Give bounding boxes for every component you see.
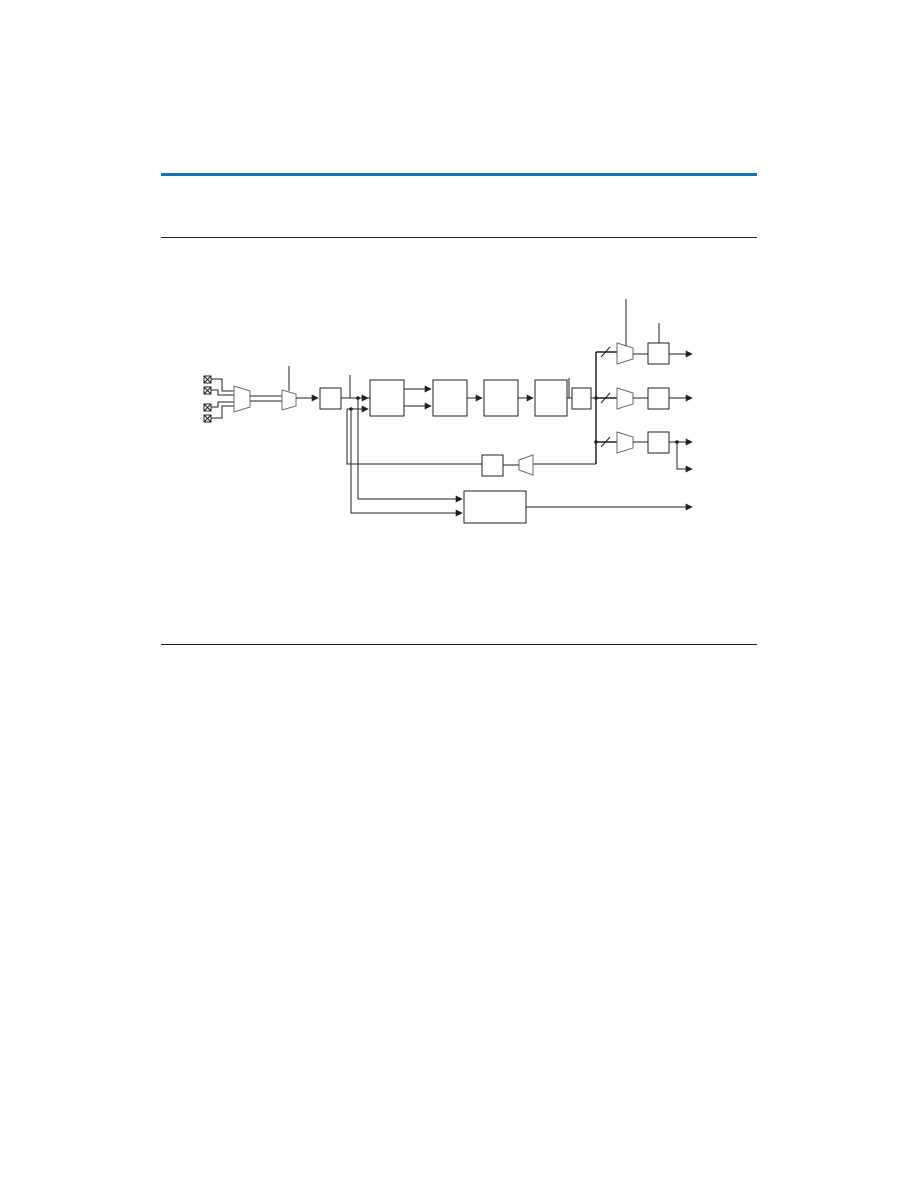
branch-3-register <box>647 431 670 454</box>
lower-block <box>463 490 527 524</box>
input-mux-1 <box>233 385 251 413</box>
junction-dot <box>675 440 679 444</box>
lower-path-1 <box>357 398 463 503</box>
feedback-mux <box>518 454 534 476</box>
feedback-return <box>346 409 482 465</box>
feedback-register <box>481 454 504 477</box>
junction-dot <box>594 440 598 444</box>
input-pin-group <box>203 375 212 423</box>
output-register <box>571 387 592 410</box>
branch-3-secondary-output <box>676 442 693 473</box>
block-4 <box>534 379 568 417</box>
bus-double-line <box>250 395 282 402</box>
junction-dot <box>594 396 598 400</box>
input-mux-2 <box>281 389 297 411</box>
block-1 <box>369 379 405 417</box>
input-pin-4 <box>203 414 212 423</box>
input-pin-3 <box>203 403 212 412</box>
branch-1-mux <box>616 342 634 365</box>
input-pin-2 <box>203 386 212 395</box>
block-2 <box>432 379 468 417</box>
input-pin-1 <box>203 375 212 384</box>
branch-1-width-slash <box>600 346 611 358</box>
block-3 <box>483 379 519 417</box>
branch-2-mux <box>616 387 634 410</box>
junction-dots <box>349 396 679 444</box>
branch-3-width-slash <box>600 436 611 448</box>
branch-2-width-slash <box>600 392 611 404</box>
lower-path-2 <box>350 409 463 517</box>
pin-wiring <box>211 378 234 419</box>
junction-dot <box>356 396 360 400</box>
junction-dot <box>349 407 353 411</box>
branch-1-register <box>647 342 670 365</box>
branch-3-mux <box>616 431 634 454</box>
figure-bottom-rule <box>161 644 757 645</box>
header-rule <box>161 173 757 176</box>
branch-2-register <box>647 387 670 410</box>
input-register <box>319 387 342 410</box>
figure-top-rule <box>161 237 757 238</box>
